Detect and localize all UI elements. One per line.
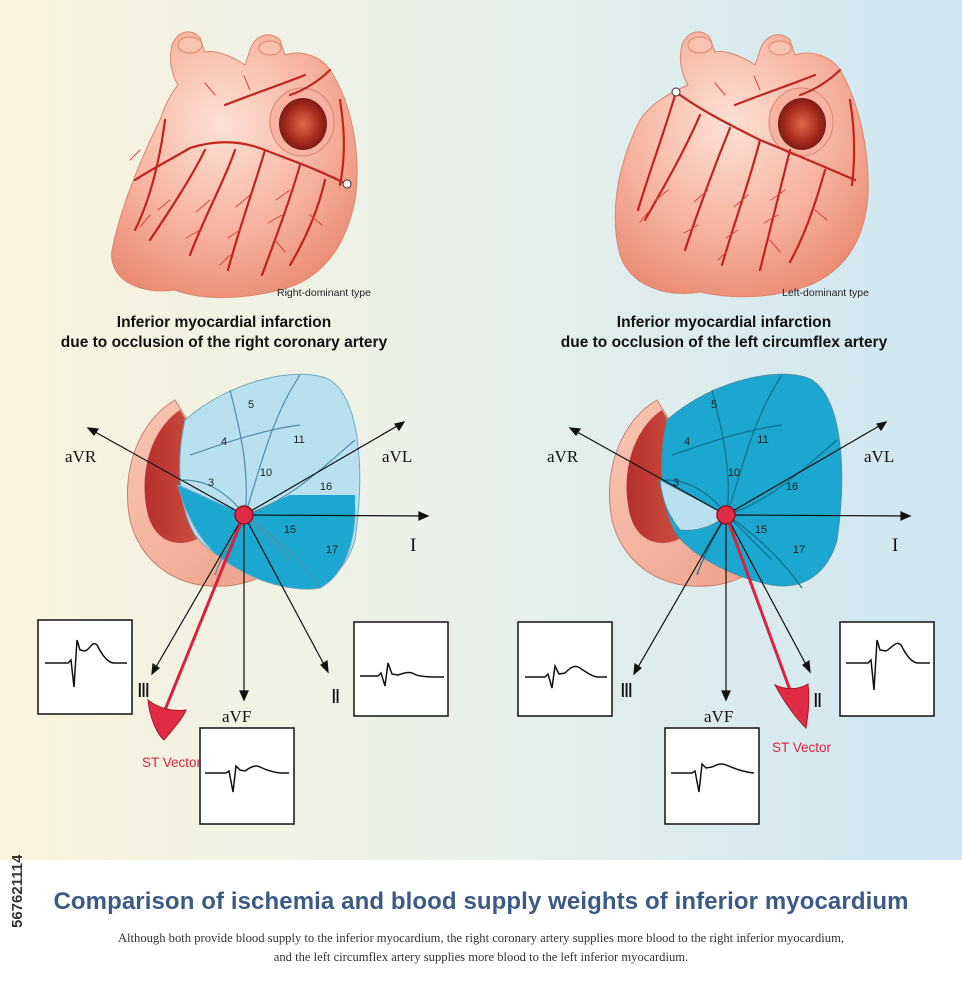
left-panel: 5 4 11 10 3 16 15 17 aVR aVL I Ⅲ [37, 31, 449, 825]
panel-heading-line1: Inferior myocardial infarction [617, 314, 831, 331]
ecg-lead-ii [839, 621, 935, 717]
segment-16: 16 [320, 481, 332, 493]
figure-caption: Although both provide blood supply to th… [60, 929, 902, 967]
lead-label-avl: aVL [382, 447, 412, 466]
dominance-label: Right-dominant type [277, 287, 371, 299]
segment-15: 15 [284, 524, 296, 536]
lead-label-ii: Ⅱ [813, 691, 822, 712]
lead-label-avl: aVL [864, 447, 894, 466]
segment-17: 17 [326, 544, 338, 556]
panel-heading-line2: due to occlusion of the right coronary a… [61, 334, 388, 351]
segment-4: 4 [221, 436, 227, 448]
lead-label-i: I [892, 535, 898, 556]
lead-label-iii: Ⅲ [137, 681, 150, 702]
heart-illustration-right-dominant [111, 31, 358, 298]
right-panel: 5 4 11 10 3 16 15 17 aVR aVL I Ⅲ aVF Ⅱ [517, 31, 935, 825]
segment-5: 5 [248, 399, 254, 411]
segment-17: 17 [793, 544, 805, 556]
lead-label-ii: Ⅱ [331, 687, 340, 708]
segment-16: 16 [786, 481, 798, 493]
occlusion-point-marker [671, 87, 681, 97]
ecg-lead-avf [664, 727, 760, 825]
st-vector-arrow [147, 505, 254, 741]
ecg-lead-ii [353, 621, 449, 717]
segment-3: 3 [208, 477, 214, 489]
occlusion-point-marker [342, 179, 352, 189]
illustration-canvas: 5 4 11 10 3 16 15 17 aVR aVL I Ⅲ [0, 0, 962, 860]
lead-label-i: I [410, 535, 416, 556]
segment-11: 11 [757, 434, 768, 446]
lead-label-avf: aVF [704, 707, 733, 726]
segment-11: 11 [293, 434, 304, 446]
caption-line-2: and the left circumflex artery supplies … [273, 950, 689, 964]
segment-10: 10 [728, 467, 740, 479]
footer-area [0, 860, 962, 1000]
caption-line-1: Although both provide blood supply to th… [117, 931, 845, 945]
stock-id-watermark: 567621114 [9, 854, 26, 928]
segment-4: 4 [684, 436, 690, 448]
segment-5: 5 [711, 399, 717, 411]
lead-axes [568, 421, 912, 702]
heart-illustration-left-dominant [614, 31, 869, 298]
panel-heading-line2: due to occlusion of the left circumflex … [561, 334, 888, 351]
segment-labels: 5 4 11 10 3 16 15 17 [673, 399, 805, 556]
ecg-lead-iii [517, 621, 613, 717]
figure-title: Comparison of ischemia and blood supply … [53, 888, 909, 915]
lead-axes [86, 421, 430, 702]
ecg-lead-avf [199, 727, 295, 825]
stock-id-text: 567621114 [9, 854, 26, 928]
lead-label-avr: aVR [547, 447, 579, 466]
lead-label-avf: aVF [222, 707, 251, 726]
st-vector-arrow [716, 505, 810, 730]
segment-labels: 5 4 11 10 3 16 15 17 [208, 399, 338, 556]
segment-3: 3 [673, 477, 679, 489]
panel-heading-line1: Inferior myocardial infarction [117, 314, 331, 331]
ecg-lead-iii [37, 619, 133, 715]
st-vector-label: ST Vector [772, 740, 832, 755]
segment-10: 10 [260, 467, 272, 479]
segment-15: 15 [755, 524, 767, 536]
dominance-label: Left-dominant type [782, 287, 869, 299]
lead-label-iii: Ⅲ [620, 681, 633, 702]
lead-label-avr: aVR [65, 447, 97, 466]
st-vector-label: ST Vector [142, 755, 202, 770]
